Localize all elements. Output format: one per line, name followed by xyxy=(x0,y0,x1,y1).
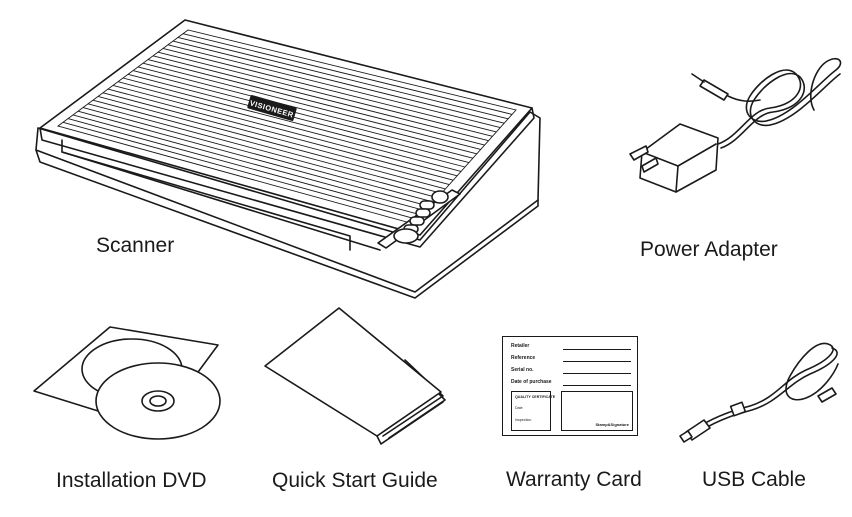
usb-cable-item: USB Cable xyxy=(679,340,852,515)
warranty-stamp-box: Stamp&Signature xyxy=(561,391,633,431)
usb-ferrite-icon xyxy=(729,401,747,417)
warranty-field-serial: Serial no. xyxy=(511,367,534,373)
scanner-button-icon xyxy=(409,216,425,226)
scanner-lid-rib xyxy=(117,81,462,172)
warranty-card: Retailer Reference Serial no. Date of pu… xyxy=(502,336,638,436)
quick-start-guide-illustration xyxy=(264,307,446,445)
scanner-lid-rib xyxy=(152,55,489,142)
scanner-lid-rib xyxy=(172,40,505,124)
scanner-lid-rib xyxy=(137,66,477,155)
scanner-lid-rib xyxy=(167,44,501,128)
warranty-line xyxy=(563,361,631,362)
scanner-lid-rib xyxy=(142,62,481,150)
installation-dvd-label: Installation DVD xyxy=(56,469,207,492)
scanner-lid-rib xyxy=(182,33,513,115)
scanner-lid-rib xyxy=(147,59,485,146)
warranty-certificate-inspection: Inspection xyxy=(515,418,532,422)
power-adapter-label: Power Adapter xyxy=(640,238,778,261)
installation-dvd-illustration xyxy=(33,326,221,440)
warranty-field-reference: Reference xyxy=(511,355,536,361)
warranty-line xyxy=(563,349,631,350)
warranty-card-item: Retailer Reference Serial no. Date of pu… xyxy=(498,330,668,515)
scanner-lid-rib xyxy=(112,84,458,177)
scanner-button-icon xyxy=(415,208,431,218)
warranty-stamp-label: Stamp&Signature xyxy=(595,422,629,427)
warranty-field-date: Date of purchase xyxy=(511,379,552,385)
quick-start-guide-label: Quick Start Guide xyxy=(272,469,438,492)
power-adapter-item: Power Adapter xyxy=(600,40,852,280)
scanner-lid-rib xyxy=(67,118,422,216)
scanner-lid-rib xyxy=(72,114,426,212)
scanner-label: Scanner xyxy=(96,234,175,257)
scanner-item: VISIONEER Scanner xyxy=(0,0,560,300)
warranty-certificate-box: QUALITY CERTIFICATE Date Inspection xyxy=(511,391,555,431)
scanner-lid-rib xyxy=(87,103,438,199)
installation-dvd-item: Installation DVD xyxy=(20,315,250,515)
warranty-certificate-title: QUALITY CERTIFICATE xyxy=(515,395,556,399)
scanner-lid-rib xyxy=(77,110,430,207)
usb-cable-illustration xyxy=(679,342,839,443)
scanner-button-icon xyxy=(393,228,419,244)
usb-cable-label: USB Cable xyxy=(702,468,806,491)
scanner-logo-plate xyxy=(247,95,297,121)
scanner-lid-rib xyxy=(132,70,473,159)
warranty-line xyxy=(563,385,631,386)
scanner-lid-rib xyxy=(62,121,419,221)
scanner-lid-rib xyxy=(157,51,493,137)
scanner-lid-rib xyxy=(127,73,470,164)
dvd-disc xyxy=(95,362,221,440)
scanner-lid-rib xyxy=(177,36,509,120)
scanner-lid-rib xyxy=(92,99,442,194)
quick-start-guide-item: Quick Start Guide xyxy=(255,300,485,515)
scanner-button-icon xyxy=(419,200,435,210)
warranty-card-label: Warranty Card xyxy=(506,468,642,491)
scanner-lid-rib xyxy=(82,107,434,203)
warranty-line xyxy=(563,373,631,374)
warranty-certificate-date: Date xyxy=(515,406,523,410)
scanner-lid-rib xyxy=(162,48,497,133)
scanner-illustration: VISIONEER xyxy=(35,19,541,299)
scanner-lid-rib xyxy=(102,92,450,185)
power-adapter-illustration xyxy=(629,57,842,193)
warranty-field-retailer: Retailer xyxy=(511,343,530,349)
scanner-lid-rib xyxy=(97,96,446,190)
scanner-lid-rib xyxy=(122,77,466,168)
scanner-lid-rib xyxy=(107,88,454,181)
scanner-button-icon xyxy=(431,190,449,204)
